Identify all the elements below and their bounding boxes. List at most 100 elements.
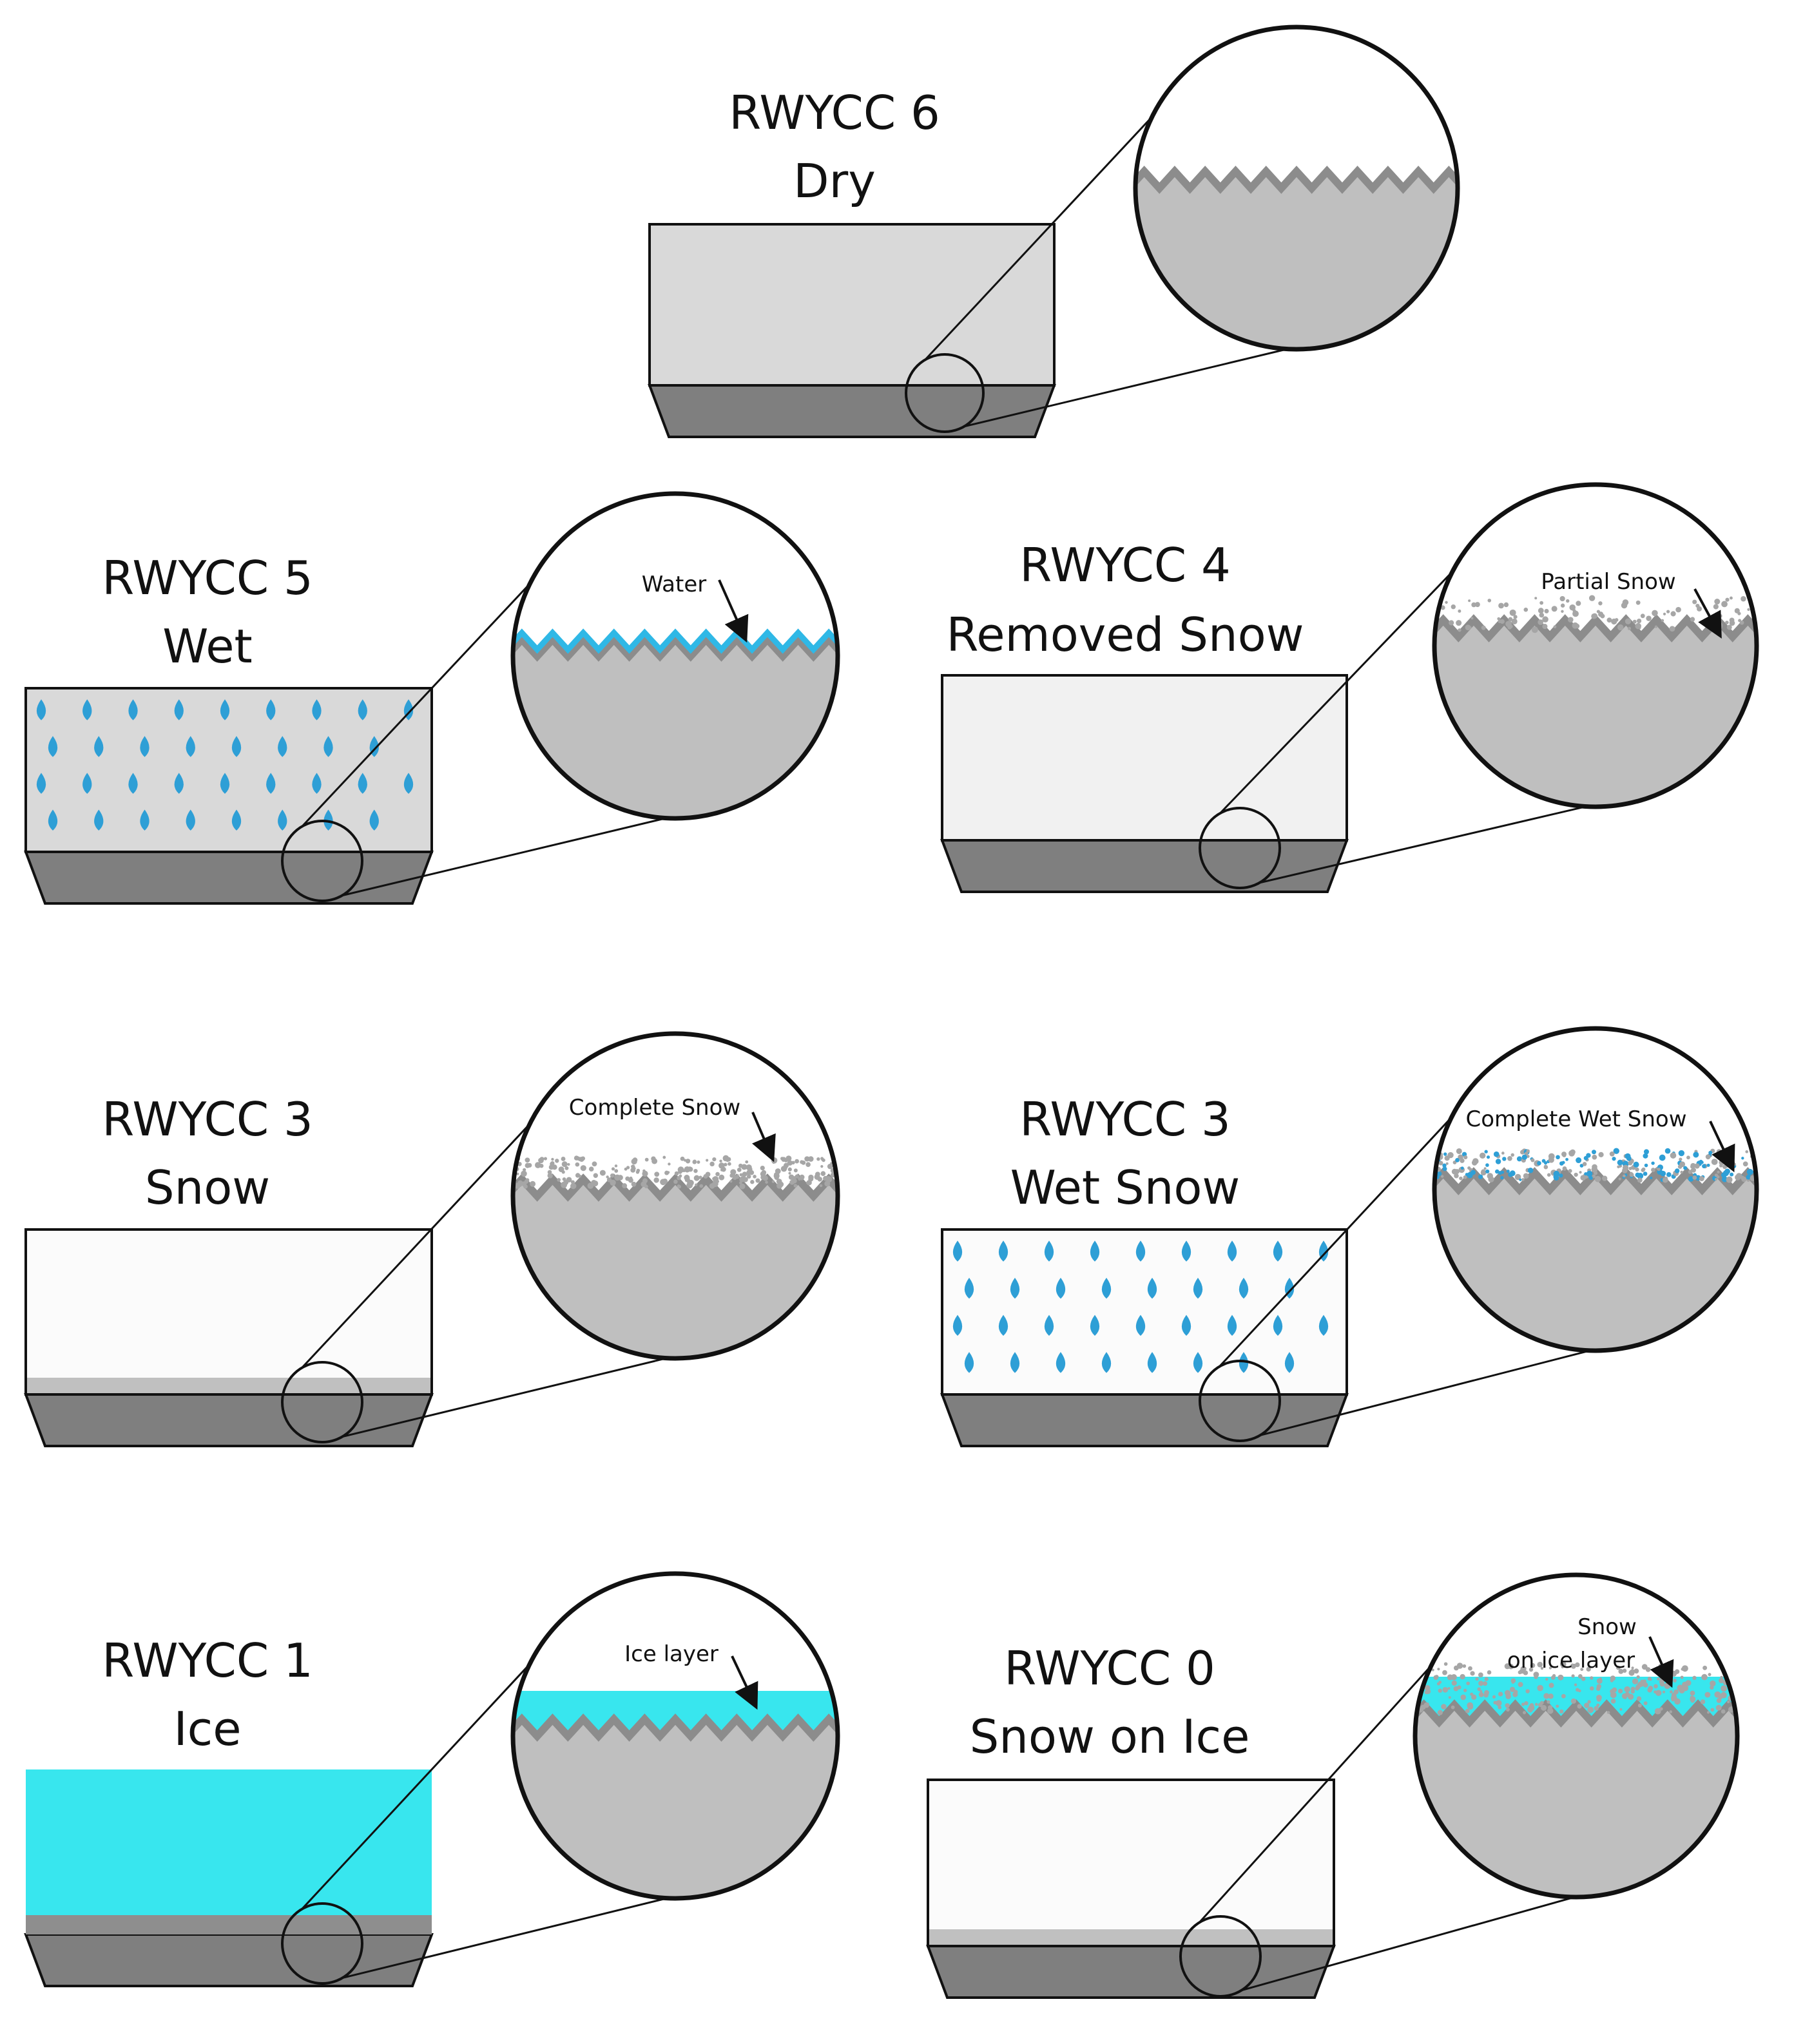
snow-particle [680,1156,685,1161]
water-drop [964,1277,974,1299]
snow-particle [1742,1161,1748,1167]
snow-particle [625,1176,630,1181]
snow-particle [1530,1158,1535,1162]
snow-particle [1737,612,1741,615]
snow-particle [1589,1686,1594,1691]
snow-particle [1465,1173,1469,1177]
snow-particle [1635,600,1641,605]
snow-particle [761,1170,767,1175]
panel-code: RWYCC 3 [102,1092,313,1146]
snow-particle [1693,1152,1699,1158]
snow-particle [1660,1170,1666,1177]
snow-particle [1570,1698,1577,1704]
snow-particle [729,1173,734,1178]
snow-particle [1636,1675,1640,1679]
snow-particle [1538,608,1544,613]
snow-particle [570,1182,577,1190]
snow-particle [1643,1153,1648,1159]
snow-particle [1524,1152,1529,1156]
runway-surface [24,1228,433,1396]
snow-particle [1516,1156,1522,1162]
snow-particle [561,1157,566,1161]
snow-particle [1740,1175,1744,1180]
snow-particle [1661,619,1664,622]
zoom-circle-outline [510,1571,840,1901]
snow-particle [1729,620,1735,626]
snow-particle [1741,1157,1744,1160]
snow-particle [587,1182,594,1189]
snow-particle [1722,1164,1728,1170]
snow-particle [1508,1664,1514,1670]
callout-arrow [718,579,749,643]
snow-particle [606,1175,609,1179]
water-drop [220,699,230,720]
snow-particle [561,1181,568,1188]
snow-particle [1631,1688,1634,1692]
snow-particle [1543,1164,1548,1170]
callout-label: Complete Wet Snow [1465,1106,1686,1132]
snow-particle [1626,1155,1632,1161]
snow-particle [1659,1154,1666,1161]
snow-particle [1640,613,1645,619]
panel-ice: RWYCC 1 Ice Ice layer [24,1571,840,1987]
snow-particle [1547,1708,1554,1714]
snow-particle [1694,1163,1700,1169]
snow-particle [1715,1704,1722,1711]
water-film [513,628,838,654]
water-drop [1056,1277,1066,1299]
snow-particle [1465,624,1471,631]
snow-particle [555,1159,559,1163]
snow-particle [745,1160,749,1164]
water-drop [140,809,150,831]
snow-particle [1633,1161,1639,1168]
snow-particle [1459,1176,1463,1181]
snow-particle [1715,599,1719,604]
snow-particle [1646,615,1652,621]
snow-particle [1484,1150,1488,1153]
runway-block [24,1228,434,1447]
snow-particle [1714,1173,1719,1177]
snow-particle [1529,1667,1534,1672]
snow-particle [1730,1172,1734,1177]
snow-particle [1498,1692,1503,1697]
water-drop [186,736,195,757]
snow-particle [611,1167,615,1171]
snow-particle [1708,1673,1712,1677]
snow-particle [1700,1161,1704,1164]
snow-particle [824,1181,831,1187]
snow-particle [514,1182,521,1189]
snow-particle [1686,1155,1690,1160]
runway-base [24,1393,434,1447]
snow-particle [614,1169,619,1173]
runway-base [940,1393,1349,1447]
water-drop [186,809,195,831]
snow-particle [1492,1695,1496,1699]
snow-particle [1548,1682,1554,1688]
snow-particle [1547,1700,1550,1704]
snow-particle [1509,1686,1516,1692]
snow-particle [1654,1684,1658,1689]
magnify-spot [281,820,363,902]
runway-edge-shade [27,1378,430,1393]
water-drop [1056,1352,1066,1373]
snow-particle [614,1164,618,1168]
snow-particle [1724,1168,1730,1175]
snow-particle [1722,602,1726,606]
snow-particle [1747,608,1750,612]
snow-particle [1719,1164,1723,1168]
snow-particle [1726,624,1732,630]
snow-particle [1670,1152,1677,1159]
panel-code: RWYCC 0 [1004,1641,1215,1695]
snow-particle [614,1174,621,1181]
water-drop [1044,1315,1054,1336]
snow-particle [1513,615,1518,619]
snow-particle [668,1162,671,1166]
snow-particle [523,1168,526,1171]
water-drop [1227,1240,1237,1262]
snow-particle [1593,1171,1598,1175]
snow-particle [1627,626,1632,630]
panel-wet: RWYCC 5 Wet Water [24,491,840,905]
snow-particle [1483,1692,1489,1698]
snow-particle [534,1162,541,1168]
snow-particle [624,1167,628,1171]
